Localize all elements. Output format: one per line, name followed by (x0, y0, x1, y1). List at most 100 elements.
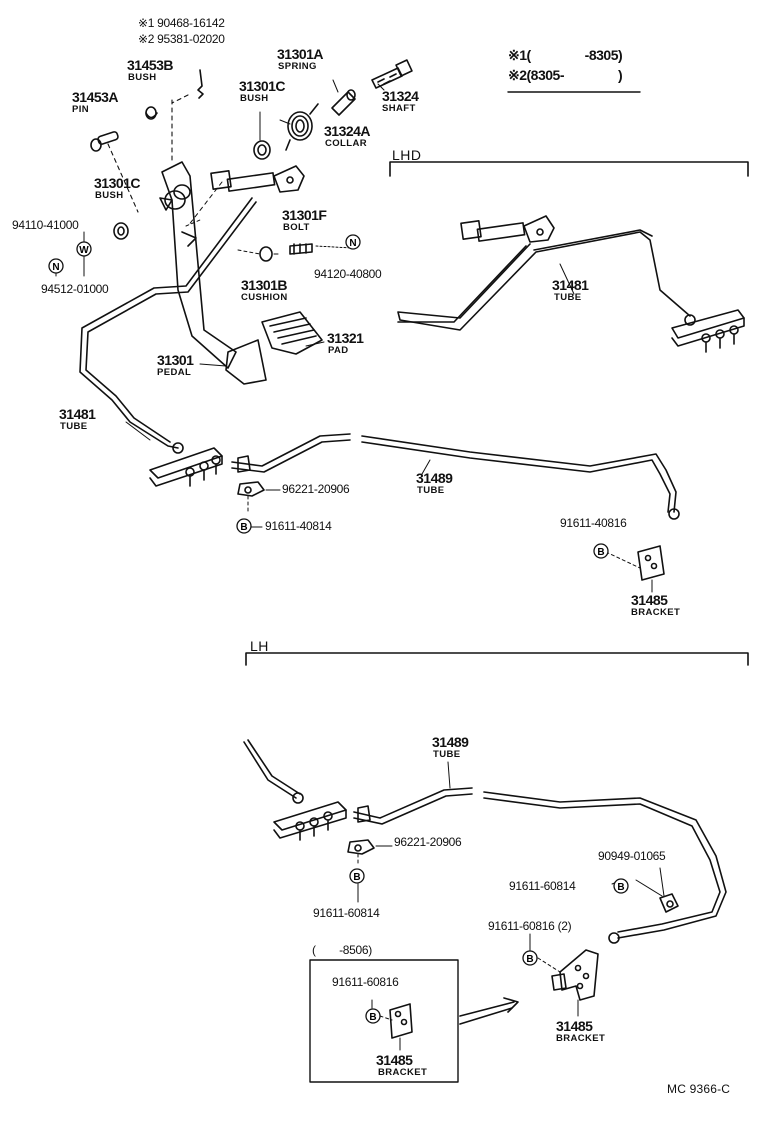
symbol-label: B (369, 1012, 376, 1023)
part-number-31301: 31301 (157, 352, 194, 368)
part-number-31301a: 31301A (277, 46, 324, 62)
clamp-top (237, 481, 265, 515)
lh-section-bracket (245, 652, 749, 666)
part-number-31489-lh: 31489 (432, 734, 469, 750)
nut-symbol-n-right: N (345, 234, 361, 250)
part-number-96221-lh: 96221-20906 (394, 835, 462, 849)
part-number-31485-inset: 31485 (376, 1052, 413, 1068)
part-number-31324: 31324 (382, 88, 419, 104)
legend-line-2: ※2(8305- ) (508, 67, 623, 83)
part-name-31489-lh: TUBE (433, 749, 461, 760)
part-number-31453b: 31453B (127, 57, 174, 73)
bolt-symbol-b-5: B (522, 950, 538, 966)
part-number-31453a: 31453A (72, 89, 119, 105)
part-number-31301c-top: 31301C (239, 78, 286, 94)
cushion (237, 246, 273, 262)
symbol-label: B (597, 547, 604, 558)
part-number-31481-left: 31481 (59, 406, 96, 422)
part-number-31489-top: 31489 (416, 470, 453, 486)
part-number-91611-60816-inset: 91611-60816 (332, 975, 399, 989)
part-number-90468: ※1 90468-16142 (138, 16, 225, 30)
tube-31481-lhd (397, 229, 691, 331)
nut-symbol-n-left: N (48, 258, 64, 274)
union-lhd (671, 309, 745, 353)
part-name-31481-left: TUBE (60, 421, 88, 432)
diagram-reference-code: MC 9366-C (667, 1082, 731, 1096)
part-number-31301b: 31301B (241, 277, 288, 293)
pedal-pad (261, 311, 323, 355)
part-number-31485-lh: 31485 (556, 1018, 593, 1034)
part-number-91611-60814-b: 91611-60814 (509, 879, 576, 893)
clip (197, 69, 204, 99)
part-name-31489-top: TUBE (417, 485, 445, 496)
part-name-31453a: PIN (72, 104, 90, 115)
part-number-90949: 90949-01065 (598, 849, 666, 863)
part-name-31301a: SPRING (278, 61, 317, 72)
part-number-94120: 94120-40800 (314, 267, 382, 281)
part-name-31301: PEDAL (157, 367, 192, 378)
inset-arrow (459, 997, 519, 1025)
symbol-label: N (52, 262, 59, 273)
bolt-31301f (289, 243, 313, 255)
symbol-label: W (79, 245, 89, 256)
bolt-symbol-b-4: B (613, 878, 629, 894)
section-label-lh: LH (250, 638, 269, 654)
lhd-master-cylinder (460, 215, 555, 243)
part-number-31324a: 31324A (324, 123, 371, 139)
section-label-lhd: LHD (392, 147, 422, 163)
bolt-symbol-b-3: B (349, 868, 365, 884)
part-number-95381: ※2 95381-02020 (138, 32, 225, 46)
part-number-91611-60814-a: 91611-60814 (313, 906, 380, 920)
part-name-31485-inset: BRACKET (378, 1067, 428, 1078)
symbol-label: B (617, 882, 624, 893)
symbol-label: B (526, 954, 533, 965)
pedal-lever (159, 161, 267, 385)
part-name-31481-lhd: TUBE (554, 292, 582, 303)
part-number-31321: 31321 (327, 330, 364, 346)
bolt-90949 (635, 879, 679, 913)
tube-31489-top (231, 433, 680, 520)
tube-lh-start (243, 739, 304, 804)
inset-period: ( -8506) (312, 943, 372, 957)
bracket-lh (537, 949, 599, 1017)
part-name-31453b: BUSH (128, 72, 157, 83)
shaft (371, 59, 413, 89)
part-number-31481-lhd: 31481 (552, 277, 589, 293)
bush-31301c-top (253, 111, 271, 160)
bolt-symbol-b-1: B (236, 518, 252, 534)
inset-box (309, 959, 459, 1083)
leader-lines (55, 79, 665, 1009)
union-main (149, 442, 223, 487)
part-name-31301b: CUSHION (241, 292, 288, 303)
part-number-91611-60816-2: 91611-60816 (2) (488, 919, 572, 933)
lhd-section-bracket (389, 161, 749, 177)
part-name-31301c-left: BUSH (95, 190, 124, 201)
master-cylinder-main (187, 165, 305, 227)
part-name-31301c-top: BUSH (240, 93, 269, 104)
symbol-label: B (240, 522, 247, 533)
part-name-31301f: BOLT (283, 222, 310, 233)
part-name-31485-lh: BRACKET (556, 1033, 606, 1044)
bracket-top (605, 545, 665, 593)
union-lh (273, 801, 347, 841)
clevis-pin (90, 131, 139, 213)
part-number-31301c-left: 31301C (94, 175, 141, 191)
bush-31301c-left (113, 222, 129, 240)
part-name-31324a: COLLAR (325, 138, 367, 149)
tube-31481-left (79, 197, 257, 449)
bush-31453b (145, 94, 189, 161)
part-number-91611-40816: 91611-40816 (560, 516, 627, 530)
part-number-91611-40814: 91611-40814 (265, 519, 332, 533)
part-number-94512: 94512-01000 (41, 282, 109, 296)
tube-31489-lh (353, 787, 727, 944)
clamp-lh (347, 839, 375, 867)
bolt-symbol-b-2: B (593, 543, 609, 559)
part-number-31485-top: 31485 (631, 592, 668, 608)
bolt-symbol-b-6: B (365, 1008, 381, 1024)
part-name-31324: SHAFT (382, 103, 416, 114)
return-spring (285, 103, 319, 151)
symbol-label: N (349, 238, 356, 249)
part-number-31301f: 31301F (282, 207, 327, 223)
